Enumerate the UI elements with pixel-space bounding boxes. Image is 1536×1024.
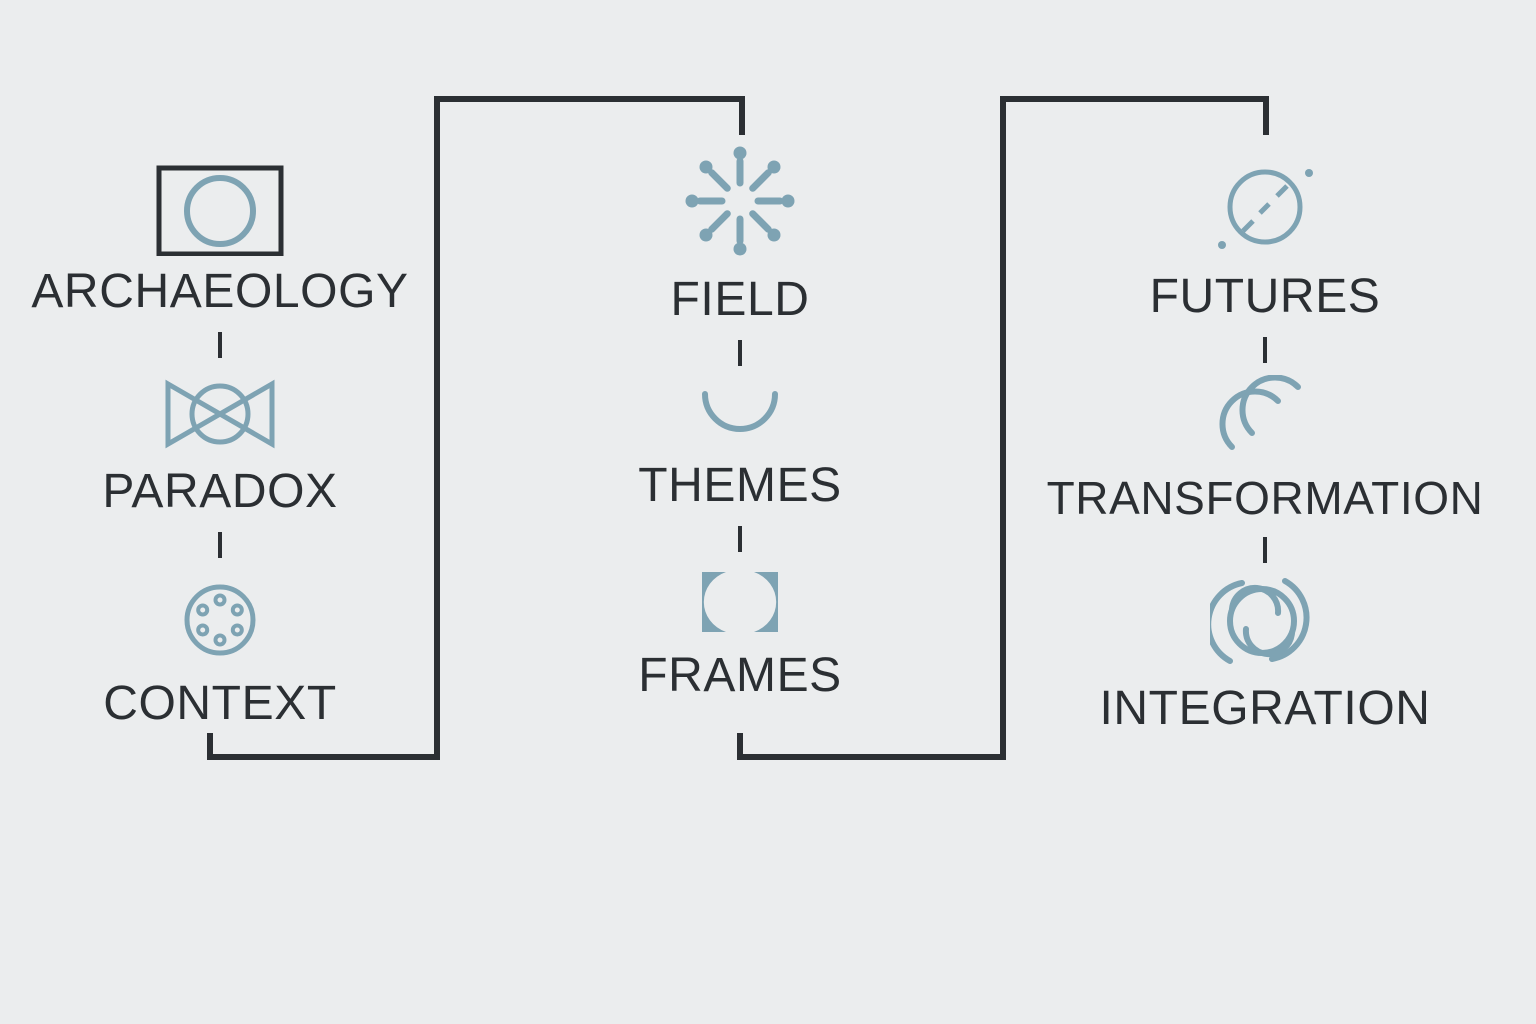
bowtie-circle-icon — [155, 374, 285, 454]
column-field: FIELD THEMES FRAMES — [520, 0, 960, 700]
connector-transformation-integration — [1263, 537, 1267, 563]
double-arc-spiral-icon — [1210, 374, 1320, 459]
nested-spiral-circle-icon — [1205, 573, 1320, 669]
node-label-futures: FUTURES — [1149, 270, 1381, 323]
node-field[interactable]: FIELD — [670, 140, 810, 324]
dotted-ring-circle-icon — [174, 574, 266, 666]
arc-bowl-icon — [690, 388, 790, 444]
connector-archaeology-paradox — [218, 332, 222, 358]
rectangle-circle-icon — [155, 160, 285, 257]
connector-futures-transformation — [1263, 337, 1267, 363]
node-archaeology[interactable]: ARCHAEOLOGY — [31, 160, 408, 316]
node-label-field: FIELD — [670, 273, 810, 326]
connector-paradox-context — [218, 532, 222, 558]
node-label-archaeology: ARCHAEOLOGY — [31, 265, 409, 318]
node-label-transformation: TRANSFORMATION — [1046, 472, 1484, 524]
node-frames[interactable]: FRAMES — [638, 570, 842, 700]
circle-dashed-diagonal-icon — [1205, 155, 1325, 263]
node-label-integration: INTEGRATION — [1099, 682, 1431, 735]
node-label-paradox: PARADOX — [102, 465, 338, 518]
brackets-icon — [692, 570, 788, 634]
radial-burst-icon — [670, 140, 810, 262]
node-label-themes: THEMES — [638, 459, 842, 512]
node-futures[interactable]: FUTURES — [1150, 155, 1381, 321]
column-archaeology: ARCHAEOLOGY PARADOX — [0, 0, 440, 728]
node-paradox[interactable]: PARADOX — [102, 374, 337, 516]
node-integration[interactable]: INTEGRATION — [1099, 573, 1430, 733]
node-label-frames: FRAMES — [638, 649, 842, 702]
node-context[interactable]: CONTEXT — [103, 574, 337, 728]
connector-field-themes — [738, 340, 742, 366]
node-label-context: CONTEXT — [103, 677, 337, 730]
node-themes[interactable]: THEMES — [638, 388, 842, 510]
node-transformation[interactable]: TRANSFORMATION — [1046, 374, 1484, 524]
connector-themes-frames — [738, 526, 742, 552]
column-futures: FUTURES TRANSFORMATION — [1040, 0, 1490, 733]
